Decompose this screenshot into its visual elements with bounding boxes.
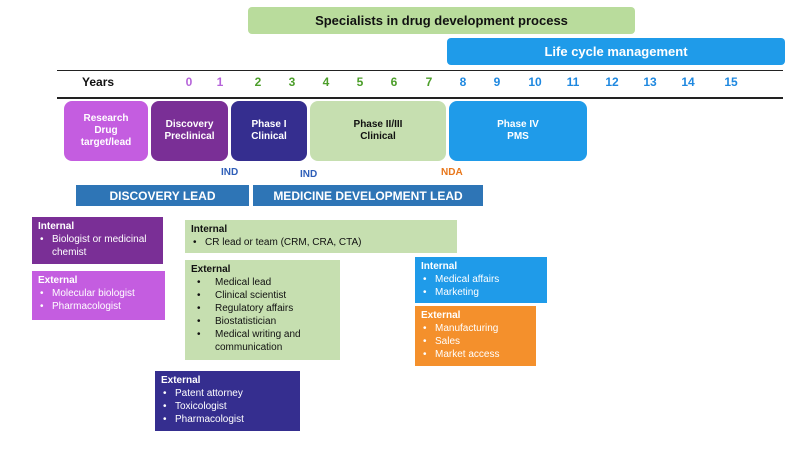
milestone-nda: NDA	[441, 167, 463, 178]
list-item: CR lead or team (CRM, CRA, CTA)	[191, 236, 451, 249]
box-title: Internal	[191, 224, 228, 235]
development-internal-box: Internal CR lead or team (CRM, CRA, CTA)	[185, 220, 457, 253]
year-tick-13: 13	[643, 75, 657, 89]
list-item: Sales	[421, 335, 530, 348]
list-item: Pharmacologist	[38, 300, 159, 313]
discovery-external-box: External Molecular biologist Pharmacolog…	[32, 271, 165, 320]
list-item: Marketing	[421, 286, 541, 299]
box-title: External	[191, 264, 231, 275]
year-tick-3: 3	[288, 75, 296, 89]
list-item: Molecular biologist	[38, 287, 159, 300]
years-label: Years	[82, 75, 115, 89]
phase-research: Research Drug target/lead	[64, 101, 148, 161]
list-item: Pharmacologist	[161, 413, 294, 426]
milestone-ind-1: IND	[221, 167, 239, 178]
box-title: External	[161, 375, 201, 386]
year-tick-7: 7	[425, 75, 433, 89]
box-title: External	[421, 310, 461, 321]
years-bottom-rule	[57, 97, 783, 99]
year-tick-2: 2	[254, 75, 262, 89]
list-item: Market access	[421, 348, 530, 361]
year-tick-0: 0	[185, 75, 193, 89]
discovery-internal-box: Internal Biologist or medicinal chemist	[32, 217, 163, 264]
year-tick-1: 1	[216, 75, 224, 89]
list-item: Medical writing and communication	[191, 328, 334, 354]
year-tick-4: 4	[322, 75, 330, 89]
list-item: Biologist or medicinal chemist	[38, 233, 157, 259]
lifecycle-internal-box: Internal Medical affairs Marketing	[415, 257, 547, 303]
list-item: Medical lead	[191, 276, 334, 289]
year-tick-10: 10	[528, 75, 542, 89]
year-tick-11: 11	[566, 75, 580, 89]
list-item: Patent attorney	[161, 387, 294, 400]
discovery-lead-bar: DISCOVERY LEAD	[76, 185, 249, 206]
year-tick-15: 15	[724, 75, 738, 89]
phase-4-pms: Phase IV PMS	[449, 101, 587, 161]
phase-2-3-clinical: Phase II/III Clinical	[310, 101, 446, 161]
list-item: Regulatory affairs	[191, 302, 334, 315]
year-tick-9: 9	[493, 75, 501, 89]
list-item: Clinical scientist	[191, 289, 334, 302]
year-tick-14: 14	[681, 75, 695, 89]
year-tick-6: 6	[390, 75, 398, 89]
box-title: External	[38, 275, 78, 286]
medicine-development-lead-bar: MEDICINE DEVELOPMENT LEAD	[253, 185, 483, 206]
phase-1-clinical: Phase I Clinical	[231, 101, 307, 161]
year-tick-12: 12	[605, 75, 619, 89]
phase-discovery-preclinical: Discovery Preclinical	[151, 101, 228, 161]
years-top-rule	[57, 70, 783, 71]
preclinical-external-box: External Patent attorney Toxicologist Ph…	[155, 371, 300, 431]
box-title: Internal	[421, 261, 458, 272]
lifecycle-banner: Life cycle management	[447, 38, 785, 65]
list-item: Medical affairs	[421, 273, 541, 286]
list-item: Manufacturing	[421, 322, 530, 335]
lifecycle-external-box: External Manufacturing Sales Market acce…	[415, 306, 536, 366]
specialists-banner: Specialists in drug development process	[248, 7, 635, 34]
list-item: Toxicologist	[161, 400, 294, 413]
development-external-box: External Medical lead Clinical scientist…	[185, 260, 340, 360]
milestone-ind-2: IND	[300, 169, 318, 180]
list-item: Biostatistician	[191, 315, 334, 328]
year-tick-5: 5	[356, 75, 364, 89]
year-tick-8: 8	[459, 75, 467, 89]
box-title: Internal	[38, 221, 75, 232]
